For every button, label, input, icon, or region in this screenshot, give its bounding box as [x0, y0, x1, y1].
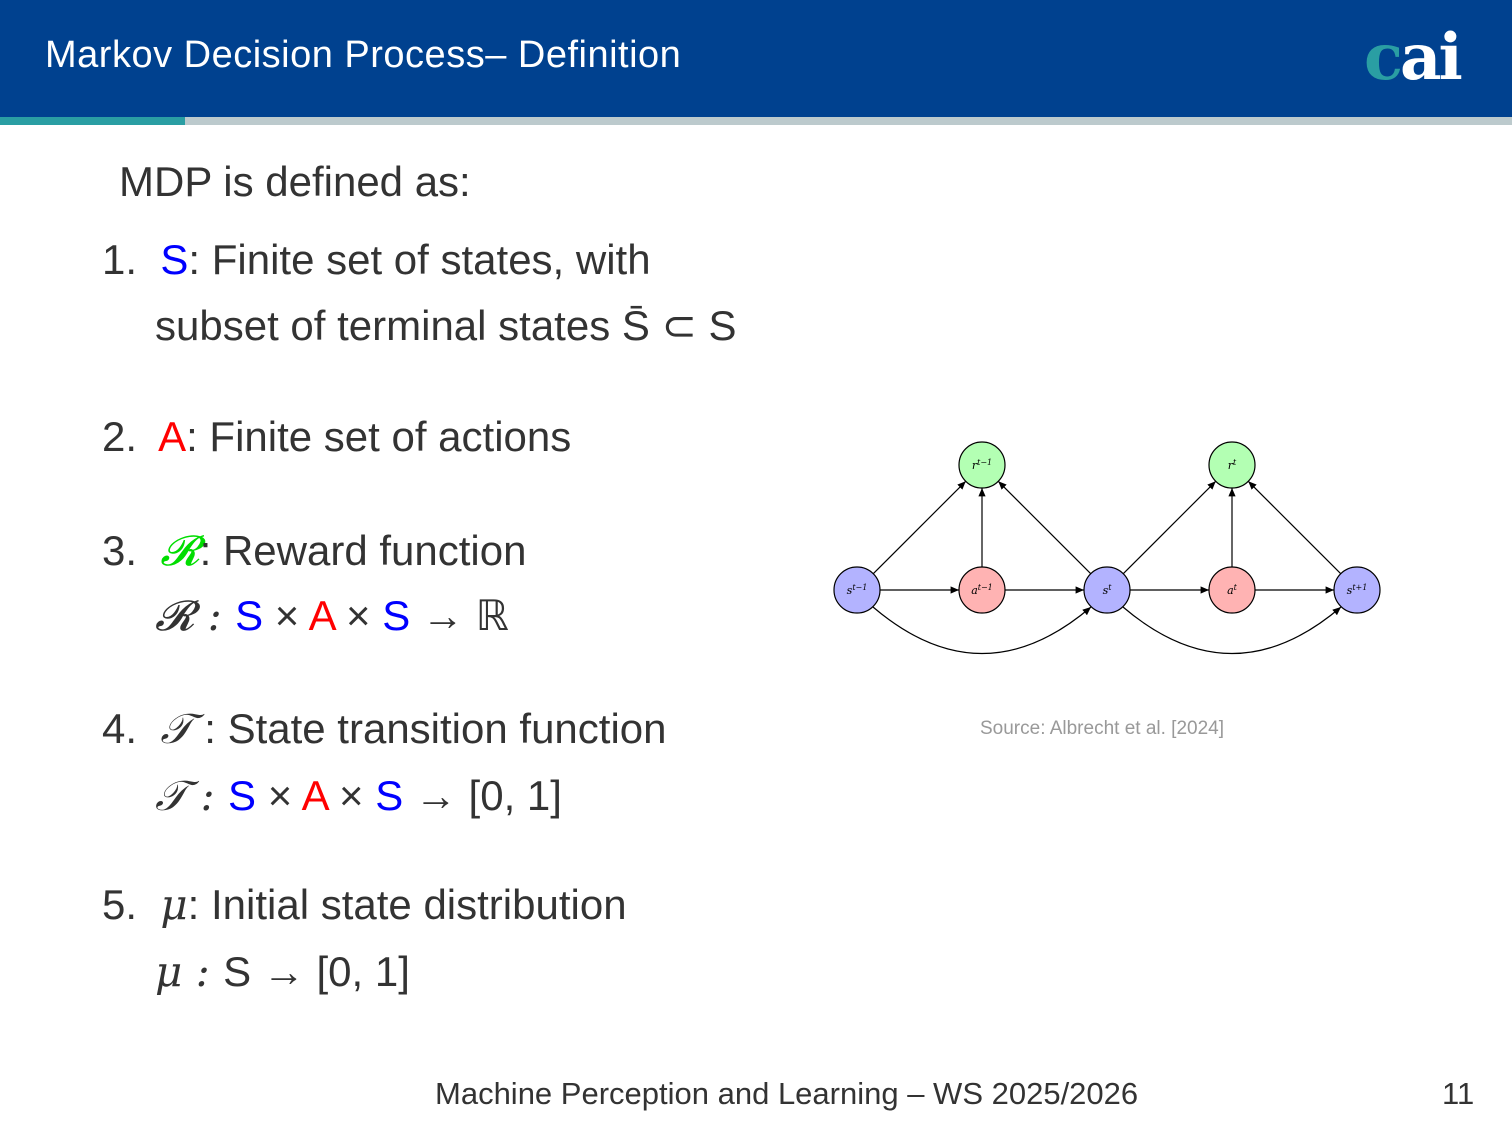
- header-stripe-accent: [0, 117, 185, 125]
- item-4: 4. 𝒯 : State transition function: [102, 704, 667, 753]
- edge-s_tm1-s_t: [872, 606, 1092, 654]
- node-label-s_tp1: st+1: [1347, 583, 1368, 597]
- item-1-line2: subset of terminal states S̄ ⊂ S: [155, 302, 737, 349]
- edge-s_t-r_tm1: [997, 480, 1092, 575]
- node-a_tm1: [958, 566, 1006, 614]
- node-s_tp1: [1333, 566, 1381, 614]
- header-stripe: [185, 117, 1512, 125]
- node-label-r_tm1: rt−1: [972, 458, 992, 472]
- node-s_tm1: [833, 566, 881, 614]
- node-label-a_tm1: at−1: [971, 583, 993, 597]
- node-label-s_t: st: [1103, 583, 1113, 597]
- initial-dist-formula: μ : S → [0, 1]: [155, 947, 410, 996]
- header-bar: [0, 0, 1512, 117]
- item-2: 2. A: Finite set of actions: [102, 413, 572, 460]
- footer-course: Machine Perception and Learning – WS 202…: [435, 1076, 1139, 1111]
- edge-s_tm1-r_tm1: [872, 480, 967, 575]
- node-label-r_t: rt: [1228, 458, 1237, 472]
- reward-formula: 𝓡 : S × A × S → ℝ: [155, 591, 509, 640]
- node-s_t: [1083, 566, 1131, 614]
- cai-logo: cai: [1364, 20, 1463, 95]
- node-a_t: [1208, 566, 1256, 614]
- edge-s_tp1-r_t: [1247, 480, 1342, 575]
- edge-s_t-s_tp1: [1122, 606, 1342, 654]
- intro-text: MDP is defined as:: [119, 158, 471, 205]
- transition-formula: 𝒯 : S × A × S → [0, 1]: [155, 771, 562, 820]
- node-r_tm1: [958, 441, 1006, 489]
- item-1: 1. S: Finite set of states, with: [102, 236, 651, 283]
- diagram-source: Source: Albrecht et al. [2024]: [980, 718, 1224, 739]
- edge-s_t-r_t: [1122, 480, 1217, 575]
- item-5: 5. μ: Initial state distribution: [102, 880, 627, 929]
- item-3: 3. 𝓡: Reward function: [102, 526, 527, 575]
- node-label-s_tm1: st−1: [847, 583, 868, 597]
- node-r_t: [1208, 441, 1256, 489]
- node-label-a_t: at: [1227, 583, 1238, 597]
- slide-title: Markov Decision Process– Definition: [45, 34, 682, 76]
- page-number: 11: [1442, 1076, 1475, 1111]
